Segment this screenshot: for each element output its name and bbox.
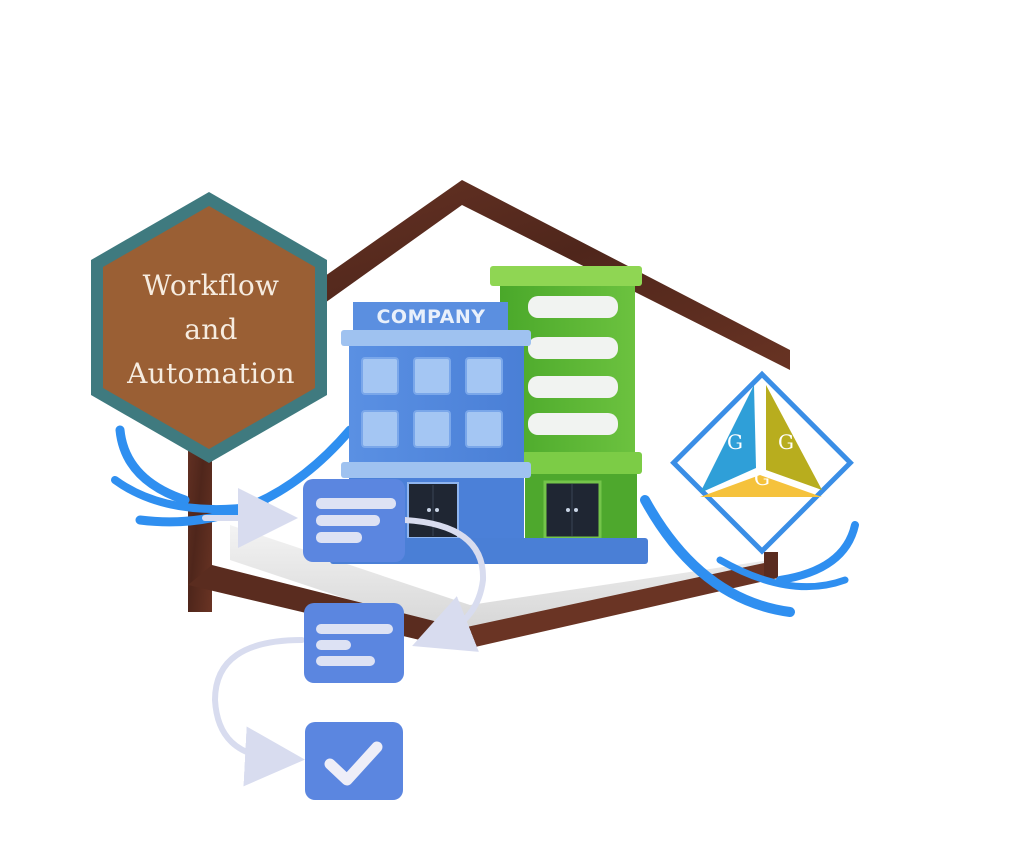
swoosh-right bbox=[640, 495, 859, 617]
logo-left-triangle bbox=[700, 385, 756, 493]
workflow-step-2-card bbox=[304, 603, 404, 683]
hexagon-badge bbox=[91, 192, 327, 463]
workflow-step-3-checkmark-card bbox=[305, 722, 403, 800]
badge-line-3: Automation bbox=[127, 357, 295, 390]
logo-letter-left: G bbox=[727, 430, 743, 454]
logo-letter-bottom: G bbox=[754, 466, 770, 490]
badge-line-1: Workflow bbox=[142, 269, 280, 302]
green-building bbox=[490, 266, 642, 542]
logo-diamond bbox=[670, 370, 854, 555]
logo-right-triangle bbox=[766, 385, 822, 490]
blue-building bbox=[330, 302, 648, 564]
company-sign: COMPANY bbox=[376, 306, 486, 328]
workflow-step-1-card bbox=[303, 479, 405, 562]
logo-bottom-triangle bbox=[700, 475, 822, 497]
badge-title: Workflow and Automation bbox=[96, 264, 326, 396]
logo-letter-right: G bbox=[778, 430, 794, 454]
workflow-arrows bbox=[202, 488, 487, 787]
badge-line-2: and bbox=[184, 313, 238, 346]
